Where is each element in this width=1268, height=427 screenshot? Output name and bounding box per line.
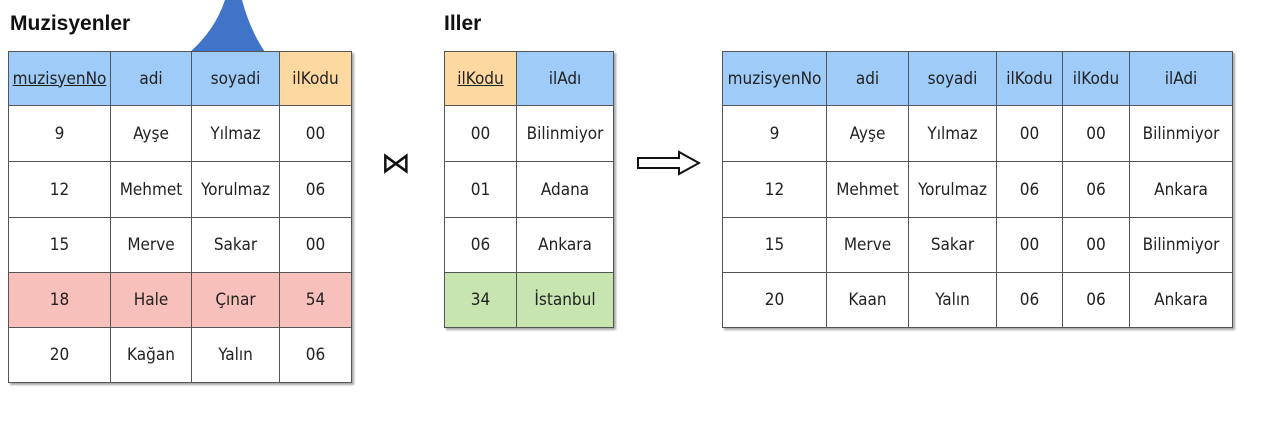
column-header: adi — [826, 51, 909, 106]
column-header: ilKodu — [279, 51, 352, 106]
table-cell: 06 — [1062, 161, 1130, 218]
result-arrow-icon — [637, 150, 701, 176]
iller-table: ilKodu ilAdı 00 Bilinmiyor 01 Adana 06 A… — [444, 51, 614, 328]
table-row: 9 Ayşe Yılmaz 00 — [8, 105, 352, 162]
column-header: soyadi — [191, 51, 280, 106]
column-header: ilAdi — [1129, 51, 1233, 106]
table-cell: 9 — [8, 105, 111, 162]
table-header-row: ilKodu ilAdı — [444, 51, 614, 106]
table-row: 15 Merve Sakar 00 — [8, 217, 352, 273]
table-cell: 12 — [722, 161, 827, 218]
table-cell: Ayşe — [826, 105, 909, 162]
table-cell: Ayşe — [110, 105, 192, 162]
table-cell: Bilinmiyor — [516, 105, 614, 162]
muzisyenler-title: Muzisyenler — [10, 12, 131, 35]
table-cell: 15 — [8, 217, 111, 273]
table-cell: 34 — [444, 272, 517, 328]
table-row: 20 Kağan Yalın 06 — [8, 327, 352, 383]
table-cell: Çınar — [191, 272, 280, 328]
column-header: adi — [110, 51, 192, 106]
table-cell: 06 — [444, 217, 517, 273]
table-cell: Yılmaz — [191, 105, 280, 162]
table-cell: 06 — [1062, 272, 1130, 328]
column-header: muzisyenNo — [722, 51, 827, 106]
table-cell: Yorulmaz — [908, 161, 997, 218]
column-header: muzisyenNo — [8, 51, 111, 106]
table-row: 00 Bilinmiyor — [444, 105, 614, 162]
table-cell: Yılmaz — [908, 105, 997, 162]
table-cell: Hale — [110, 272, 192, 328]
table-cell: Kağan — [110, 327, 192, 383]
table-row: 12 Mehmet Yorulmaz 06 — [8, 161, 352, 218]
muzisyenler-table: muzisyenNo adi soyadi ilKodu 9 Ayşe Yılm… — [8, 51, 352, 383]
table-cell: Sakar — [191, 217, 280, 273]
table-row: 20 Kaan Yalın 06 06 Ankara — [722, 272, 1233, 328]
table-row-unmatched: 18 Hale Çınar 54 — [8, 272, 352, 328]
table-cell: Adana — [516, 161, 614, 218]
table-cell: 00 — [279, 105, 352, 162]
table-cell: Ankara — [1129, 161, 1233, 218]
column-header: ilKodu — [444, 51, 517, 106]
table-cell: 06 — [279, 327, 352, 383]
column-header: ilKodu — [996, 51, 1063, 106]
table-cell: 06 — [279, 161, 352, 218]
table-row: 9 Ayşe Yılmaz 00 00 Bilinmiyor — [722, 105, 1233, 162]
decorative-blue-shape — [190, 0, 265, 52]
table-cell: Kaan — [826, 272, 909, 328]
table-cell: 9 — [722, 105, 827, 162]
table-cell: İstanbul — [516, 272, 614, 328]
table-cell: Yalın — [191, 327, 280, 383]
table-cell: Yorulmaz — [191, 161, 280, 218]
table-cell: Sakar — [908, 217, 997, 273]
table-cell: 54 — [279, 272, 352, 328]
table-header-row: muzisyenNo adi soyadi ilKodu ilKodu ilAd… — [722, 51, 1233, 106]
table-cell: 00 — [1062, 217, 1130, 273]
table-row: 06 Ankara — [444, 217, 614, 273]
table-cell: 00 — [279, 217, 352, 273]
table-cell: Merve — [826, 217, 909, 273]
column-header: ilAdı — [516, 51, 614, 106]
table-cell: 06 — [996, 272, 1063, 328]
table-cell: Yalın — [908, 272, 997, 328]
natural-join-symbol: ⋈ — [381, 146, 411, 181]
table-cell: Bilinmiyor — [1129, 105, 1233, 162]
table-cell: 06 — [996, 161, 1063, 218]
table-cell: 00 — [444, 105, 517, 162]
table-cell: 20 — [722, 272, 827, 328]
table-row-unmatched: 34 İstanbul — [444, 272, 614, 328]
table-cell: Mehmet — [110, 161, 192, 218]
table-cell: 01 — [444, 161, 517, 218]
table-cell: Mehmet — [826, 161, 909, 218]
table-cell: 12 — [8, 161, 111, 218]
column-header: ilKodu — [1062, 51, 1130, 106]
column-header: soyadi — [908, 51, 997, 106]
table-cell: 15 — [722, 217, 827, 273]
table-cell: Bilinmiyor — [1129, 217, 1233, 273]
table-row: 12 Mehmet Yorulmaz 06 06 Ankara — [722, 161, 1233, 218]
table-cell: 00 — [996, 105, 1063, 162]
table-cell: Merve — [110, 217, 192, 273]
table-row: 15 Merve Sakar 00 00 Bilinmiyor — [722, 217, 1233, 273]
iller-title: Iller — [444, 12, 482, 35]
table-cell: 00 — [996, 217, 1063, 273]
table-cell: 00 — [1062, 105, 1130, 162]
table-cell: Ankara — [1129, 272, 1233, 328]
table-cell: 18 — [8, 272, 111, 328]
table-row: 01 Adana — [444, 161, 614, 218]
table-header-row: muzisyenNo adi soyadi ilKodu — [8, 51, 352, 106]
result-table: muzisyenNo adi soyadi ilKodu ilKodu ilAd… — [722, 51, 1233, 328]
table-cell: Ankara — [516, 217, 614, 273]
table-cell: 20 — [8, 327, 111, 383]
